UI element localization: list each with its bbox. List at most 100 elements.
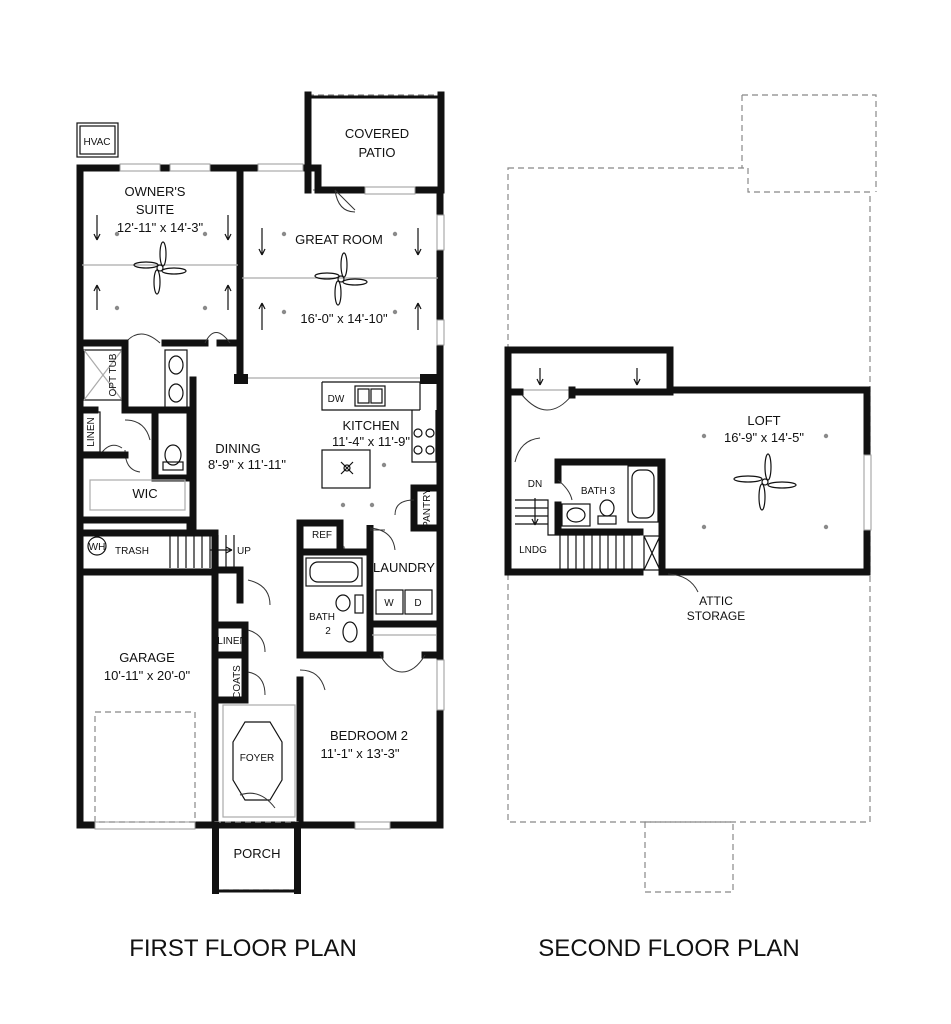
garage-entry-door-swing [247, 579, 271, 606]
landing-label: LNDG [519, 545, 547, 556]
recessed-light-icon [392, 231, 398, 237]
recessed-light-icon [381, 462, 387, 468]
arrow-down-icon [536, 368, 544, 386]
recessed-light-icon [823, 433, 829, 439]
toilet-icon [164, 444, 182, 466]
linen-lower-label: LINEN [217, 636, 246, 647]
dining-label: DINING [215, 441, 261, 456]
pendant-light-center [343, 464, 351, 472]
toilet-tank [354, 594, 364, 614]
bedroom-door-swing [299, 669, 326, 691]
loft-closet-door-swing [521, 394, 573, 411]
bath3-tub-inner [631, 469, 655, 519]
suite-door-swing [124, 333, 161, 344]
toilet-tank [597, 515, 617, 525]
toilet-icon [335, 594, 351, 612]
toilet-tank [162, 461, 184, 471]
recessed-light-icon [281, 309, 287, 315]
opt-tub-label: OPT TUB [108, 353, 119, 396]
first-floor-plan: HVAC COVERED PATIO OWNER'S SUITE 12'-11"… [76, 91, 445, 962]
arrow-up-icon [414, 302, 422, 330]
laundry-door-swing [369, 527, 396, 551]
stair-up-arrow-icon [210, 546, 233, 554]
recessed-light-icon [202, 231, 208, 237]
arrow-down-icon [633, 368, 641, 386]
linen-door-swing [247, 629, 266, 653]
loft-walls [504, 346, 871, 576]
linen-upper-label: LINEN [86, 417, 97, 446]
dryer-label: D [414, 598, 421, 609]
bath3-door-swing [557, 479, 573, 501]
great-room-dims: 16'-0" x 14'-10" [300, 311, 388, 326]
attic-door-swing [667, 573, 699, 593]
recessed-light-icon [701, 433, 707, 439]
window-great-room [257, 163, 304, 172]
roof-outline [507, 167, 871, 823]
pendant-light-icon [340, 461, 354, 475]
first-floor-title: FIRST FLOOR PLAN [129, 935, 357, 962]
arrow-up-icon [224, 284, 232, 310]
burner-icon [413, 428, 423, 438]
sink-icon [168, 383, 184, 403]
wh-label: WH [89, 542, 106, 553]
window-great-room-side-2 [436, 319, 445, 346]
porch-roof-outline [644, 821, 734, 893]
window-bedroom-front [354, 821, 391, 830]
foyer-label: FOYER [240, 753, 274, 764]
bath2-tub-inner [309, 561, 359, 583]
column-left [234, 374, 248, 384]
coats-door-swing [247, 671, 266, 696]
bath2-tub [305, 557, 363, 587]
loft-dims: 16'-9" x 14'-5" [724, 430, 804, 445]
kitchen-sink-bowl [370, 388, 383, 404]
hvac-unit [76, 122, 119, 158]
bath3-label: BATH 3 [581, 486, 616, 497]
wic-shelf [89, 479, 186, 511]
recessed-light-icon [369, 502, 375, 508]
kitchen-dims: 11'-4" x 11'-9" [332, 434, 410, 449]
coats-label: COATS [232, 665, 243, 699]
second-floor-title: SECOND FLOOR PLAN [538, 935, 799, 962]
stair-up-label: UP [237, 546, 251, 557]
owners-suite-label-1: OWNER'S [125, 184, 186, 199]
washer-label: W [384, 598, 394, 609]
kitchen-island [321, 449, 371, 489]
column-right [420, 374, 438, 384]
burner-icon [425, 445, 435, 455]
sink-icon [342, 621, 358, 643]
window-great-room-side [436, 214, 445, 251]
bath3-vanity [561, 503, 591, 527]
hvac-label: HVAC [83, 137, 110, 148]
bedroom-closet-door-swing [379, 654, 426, 673]
window-suite-1 [119, 163, 161, 172]
bath2-wall-right [336, 525, 374, 654]
owners-suite-dims: 12'-11" x 14'-3" [117, 220, 204, 235]
bath2-label-2: 2 [325, 626, 331, 637]
garage-label: GARAGE [119, 650, 175, 665]
window-patio-door [364, 186, 416, 195]
foyer-rug [232, 721, 283, 801]
patio-door-swing [334, 189, 356, 213]
bath2-label-1: BATH [309, 612, 335, 623]
arrow-down-icon [93, 215, 101, 241]
recessed-light-icon [114, 231, 120, 237]
kitchen-label: KITCHEN [342, 418, 399, 433]
covered-patio-label-2: PATIO [358, 145, 395, 160]
pantry-door-swing [394, 499, 415, 516]
pantry-label: PANTRY [422, 488, 433, 528]
vanity [164, 349, 188, 409]
sink-icon [566, 507, 586, 523]
arrow-down-icon [224, 215, 232, 241]
ceiling-fan-icon [733, 453, 797, 511]
recessed-light-icon [202, 305, 208, 311]
garage-door [94, 821, 196, 830]
kitchen-counter [321, 381, 421, 411]
owners-suite-label-2: SUITE [136, 202, 175, 217]
window-bedroom-side [436, 659, 445, 711]
recessed-light-icon [392, 309, 398, 315]
recessed-light-icon [340, 502, 346, 508]
water-heater-icon [87, 536, 107, 556]
opt-tub-cross-2 [83, 349, 123, 401]
second-floor-plan: LOFT 16'-9" x 14'-5" DN [504, 94, 877, 962]
